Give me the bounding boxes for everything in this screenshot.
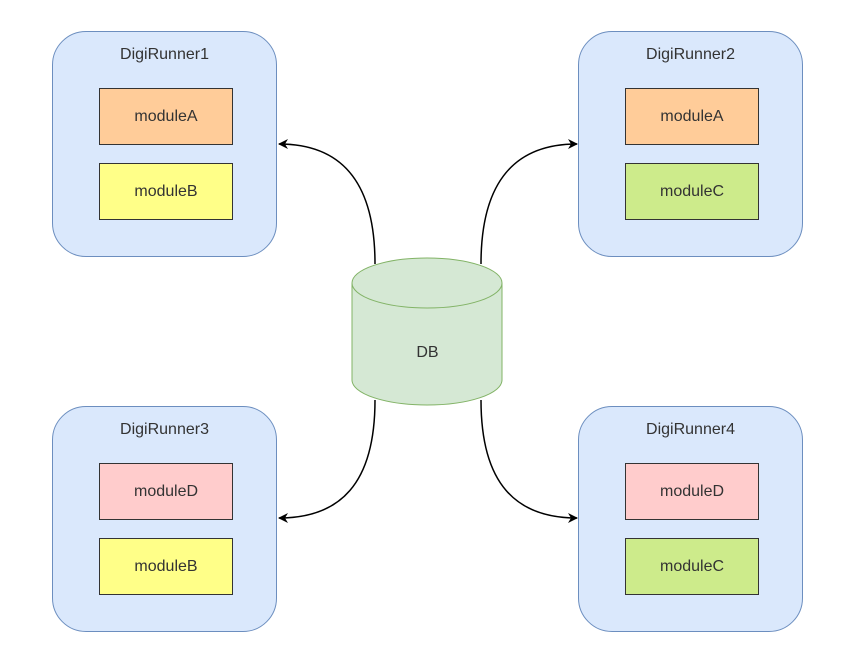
runner-title: DigiRunner3 [120, 421, 209, 438]
runner-title: DigiRunner1 [120, 46, 209, 63]
module-box[interactable]: moduleC [625, 538, 759, 595]
runner-box-4[interactable]: DigiRunner4 moduleD moduleC [578, 406, 803, 632]
connector-db-runner4 [480, 399, 578, 523]
module-box[interactable]: moduleB [99, 163, 233, 220]
runner-box-2[interactable]: DigiRunner2 moduleA moduleC [578, 31, 803, 257]
connector-db-runner2 [480, 139, 578, 265]
db-cylinder[interactable] [351, 257, 503, 406]
runner-box-3[interactable]: DigiRunner3 moduleD moduleB [52, 406, 277, 632]
db-label: DB [416, 344, 439, 361]
runner-box-1[interactable]: DigiRunner1 moduleA moduleB [52, 31, 277, 257]
module-box[interactable]: moduleC [625, 163, 759, 220]
connector-db-runner3 [278, 399, 376, 523]
runner-title: DigiRunner2 [646, 46, 735, 63]
runner-title: DigiRunner4 [646, 421, 735, 438]
module-box[interactable]: moduleA [625, 88, 759, 145]
module-box[interactable]: moduleD [99, 463, 233, 520]
module-box[interactable]: moduleD [625, 463, 759, 520]
module-box[interactable]: moduleB [99, 538, 233, 595]
module-box[interactable]: moduleA [99, 88, 233, 145]
connector-db-runner1 [278, 139, 376, 265]
